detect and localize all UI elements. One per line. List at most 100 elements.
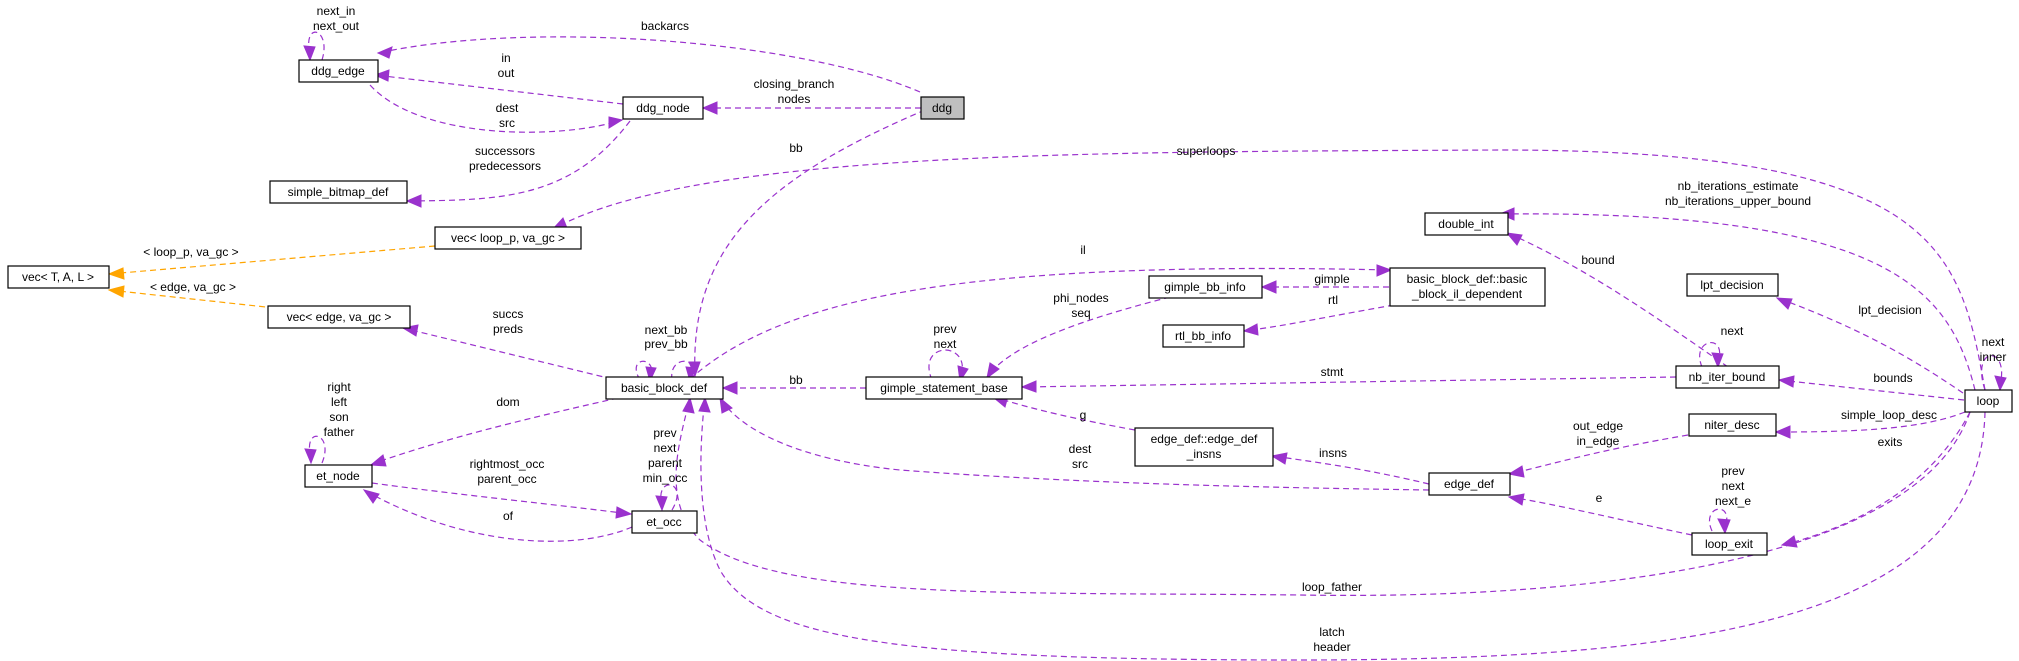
label-g: g: [1080, 408, 1087, 422]
label-le-next: next: [1722, 479, 1745, 493]
label-nb-iterations-upper-bound: nb_iterations_upper_bound: [1665, 194, 1811, 208]
svg-text:gimple_statement_base: gimple_statement_base: [880, 381, 1008, 395]
node-basic-block-def[interactable]: basic_block_def: [605, 376, 724, 400]
svg-text:vec< edge, va_gc >: vec< edge, va_gc >: [287, 310, 392, 324]
label-predecessors: predecessors: [469, 159, 541, 173]
edge-edgedef-bb: [719, 396, 1430, 491]
svg-text:niter_desc: niter_desc: [1704, 418, 1759, 432]
label-rtl: rtl: [1328, 293, 1338, 307]
svg-text:et_occ: et_occ: [646, 515, 681, 529]
edge-gsb-bb: [721, 381, 866, 395]
label-occ-min: min_occ: [643, 471, 688, 485]
svg-text:vec< T, A, L >: vec< T, A, L >: [22, 270, 94, 284]
label-phi-nodes: phi_nodes: [1053, 291, 1108, 305]
node-rtl-bb-info[interactable]: rtl_bb_info: [1162, 324, 1245, 348]
edge-inherit-loop-p: [107, 245, 436, 280]
label-preds: preds: [493, 322, 523, 336]
edge-loop-exits: [1780, 411, 1971, 548]
label-le-next-e: next_e: [1715, 494, 1751, 508]
node-gimple-bb-info[interactable]: gimple_bb_info: [1148, 275, 1263, 299]
label-rightmost-occ: rightmost_occ: [470, 457, 545, 471]
label-dom: dom: [496, 395, 519, 409]
edge-niter-edgedef: [1507, 434, 1689, 478]
label-occ-parent: parent: [648, 456, 683, 470]
label-et-left: left: [331, 395, 348, 409]
edge-edgedef-insns: [1270, 452, 1430, 485]
node-vec-edge[interactable]: vec< edge, va_gc >: [267, 305, 411, 329]
label-in-edge: in_edge: [1577, 434, 1620, 448]
label-of: of: [503, 509, 514, 523]
svg-text:basic_block_def::basic: basic_block_def::basic: [1407, 272, 1528, 286]
node-niter-desc[interactable]: niter_desc: [1688, 413, 1777, 437]
node-ddg[interactable]: ddg: [920, 96, 965, 120]
edge-ddg-node-in-out: [373, 69, 624, 105]
node-ddg-edge[interactable]: ddg_edge: [298, 59, 379, 83]
node-basic-block-il-dependent[interactable]: basic_block_def::basic _block_il_depende…: [1389, 267, 1546, 307]
label-next-out: next_out: [313, 19, 360, 33]
label-src: src: [499, 116, 515, 130]
label-nb-iterations-estimate: nb_iterations_estimate: [1678, 179, 1799, 193]
node-edge-def[interactable]: edge_def: [1428, 472, 1511, 496]
label-bb-mid: bb: [789, 373, 803, 387]
edge-insns-g: [991, 395, 1136, 431]
node-gimple-statement-base[interactable]: gimple_statement_base: [865, 376, 1023, 400]
label-le-prev: prev: [1721, 464, 1744, 478]
edge-ddg-edge-self: [303, 31, 325, 62]
node-et-occ[interactable]: et_occ: [631, 510, 698, 534]
node-ddg-node[interactable]: ddg_node: [622, 96, 704, 120]
label-closing-branch: closing_branch: [754, 77, 835, 91]
label-prev-bb: prev_bb: [644, 337, 688, 351]
label-loop-inner: inner: [1980, 350, 2007, 364]
edge-bb-il: [689, 264, 1393, 380]
edge-etocc-of: [362, 489, 633, 542]
label-successors: successors: [475, 144, 535, 158]
label-loop-father: loop_father: [1302, 580, 1362, 594]
label-gsb-next: next: [934, 337, 957, 351]
label-seq: seq: [1071, 306, 1090, 320]
edge-loop-niter: [1774, 411, 1966, 439]
label-simple-loop-desc: simple_loop_desc: [1841, 408, 1937, 422]
label-nib-next: next: [1721, 324, 1744, 338]
label-bb-top: bb: [789, 141, 803, 155]
edge-et-node-self: [304, 435, 326, 465]
label-et-son: son: [329, 410, 348, 424]
edge-gbb-gsb: [986, 296, 1171, 380]
edge-loop-exit-self: [1709, 508, 1731, 535]
node-vec-loop-p[interactable]: vec< loop_p, va_gc >: [434, 226, 582, 250]
label-lpt-decision: lpt_decision: [1858, 303, 1921, 317]
node-nb-iter-bound[interactable]: nb_iter_bound: [1675, 365, 1780, 389]
svg-text:edge_def::edge_def: edge_def::edge_def: [1151, 432, 1258, 446]
edge-loop-double: [1498, 207, 1976, 391]
edge-loopexit-e: [1507, 493, 1693, 536]
node-lpt-decision[interactable]: lpt_decision: [1686, 273, 1779, 297]
svg-text:basic_block_def: basic_block_def: [621, 381, 708, 395]
label-next-in: next_in: [317, 4, 356, 18]
edge-inherit-edge: [107, 285, 276, 309]
node-loop-exit[interactable]: loop_exit: [1691, 532, 1768, 556]
label-occ-prev: prev: [653, 426, 676, 440]
node-et-node[interactable]: et_node: [304, 464, 373, 488]
edge-bb-dom: [369, 397, 619, 467]
label-superloops: superloops: [1177, 144, 1236, 158]
node-loop[interactable]: loop: [1964, 389, 2013, 413]
label-e: e: [1596, 491, 1603, 505]
edge-il-gimple: [1260, 280, 1389, 294]
label-et-right: right: [327, 380, 351, 394]
edge-loop-self: [1980, 355, 2007, 392]
label-backarcs: backarcs: [641, 19, 689, 33]
edge-bb-self: [635, 360, 697, 383]
svg-text:ddg_node: ddg_node: [636, 101, 690, 115]
label-out: out: [498, 66, 515, 80]
edge-loop-bounds: [1777, 375, 1965, 401]
node-double-int[interactable]: double_int: [1424, 212, 1509, 236]
node-vec-t-a-l[interactable]: vec< T, A, L >: [7, 265, 110, 289]
label-dest: dest: [496, 101, 519, 115]
label-edge-dest: dest: [1069, 442, 1092, 456]
label-loop-next: next: [1982, 335, 2005, 349]
svg-text:loop_exit: loop_exit: [1705, 537, 1754, 551]
label-stmt: stmt: [1321, 365, 1344, 379]
node-edge-def-insns[interactable]: edge_def::edge_def _insns: [1134, 427, 1274, 467]
node-simple-bitmap-def[interactable]: simple_bitmap_def: [269, 180, 408, 204]
